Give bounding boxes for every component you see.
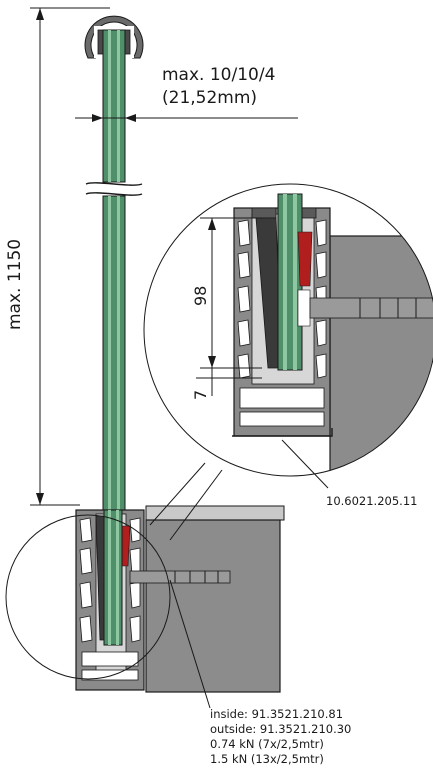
- glass-thickness-mm-label: (21,52mm): [162, 88, 257, 108]
- load-1-label: 0.74 kN (7x/2,5mtr): [210, 737, 324, 751]
- break-marks: [85, 182, 143, 196]
- max-height-label: max. 1150: [5, 239, 25, 330]
- dim-98-label: 98: [191, 286, 210, 306]
- height-dimension: [30, 7, 110, 506]
- base-profile-lower: [75, 509, 145, 691]
- detail-circle-large: [143, 183, 433, 477]
- concrete-slab: [145, 505, 285, 693]
- load-2-label: 1.5 kN (13x/2,5mtr): [210, 752, 324, 766]
- profile-code-leader: [281, 439, 329, 489]
- anchor-leader: [169, 579, 211, 709]
- profile-code-label: 10.6021.205.11: [326, 494, 417, 508]
- detail-connector-1: [149, 462, 206, 526]
- dimension-7: [196, 360, 262, 396]
- detail-circle-small: [5, 514, 171, 680]
- anchor-bolt-lower: [129, 570, 231, 584]
- anchor-outside-label: outside: 91.3521.210.30: [210, 722, 351, 736]
- glass-thickness-dimension: [75, 114, 298, 122]
- detail-connector-2: [169, 469, 223, 541]
- glass-panel: [102, 29, 126, 517]
- magnified-detail: [232, 193, 433, 476]
- anchor-inside-label: inside: 91.3521.210.81: [210, 707, 343, 721]
- dim-7-label: 7: [191, 390, 210, 400]
- glass-thickness-label: max. 10/10/4: [162, 65, 275, 85]
